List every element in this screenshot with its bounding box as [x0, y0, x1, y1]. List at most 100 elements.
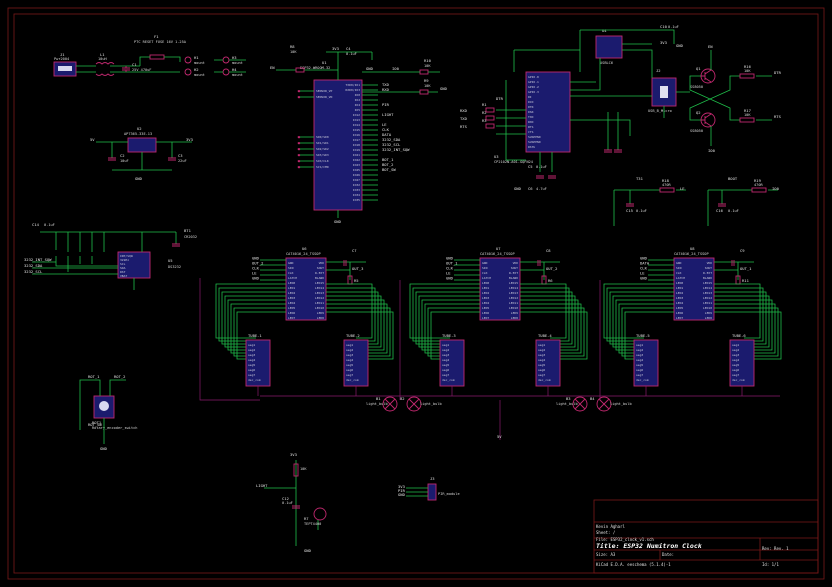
esp-right-pin-label: IO25: [353, 168, 360, 172]
driver-cap-ref: C8: [546, 248, 551, 253]
title-block-frame: [593, 499, 819, 574]
driver-left-pin: LED5: [288, 306, 295, 310]
driver-bus-right: [714, 291, 767, 345]
tb-date: Date:: [662, 552, 674, 557]
driver-right-pin: LED14: [315, 286, 324, 290]
r17-value: 10K: [744, 113, 751, 117]
esp-net-label: BOT_1: [382, 157, 394, 162]
j3-pir-connector: [427, 483, 437, 501]
filter-b-net: IO0: [772, 186, 780, 191]
reg-vin-net: 5V: [90, 137, 95, 142]
cp2102-pin-label: RI: [528, 95, 532, 99]
tube-pin-label: seg2: [538, 348, 545, 352]
esp-net-label: RXD: [382, 87, 390, 92]
esp-net-label: 3232_SCL: [382, 142, 401, 147]
tube-pin-label: seg3: [538, 353, 545, 357]
c1-ref: C1: [132, 62, 137, 67]
c15-capacitor: [626, 203, 634, 207]
filter-b-label: BOOT: [728, 176, 738, 181]
driver-right-pin: LED10: [315, 306, 324, 310]
c14-value: 0.1uF: [44, 223, 55, 227]
driver-bus-left: [618, 303, 674, 354]
j2-ref: J2: [656, 68, 661, 73]
rtc-pin-label: SCL: [120, 262, 126, 266]
r2-resistor: [485, 115, 495, 121]
light-bulb-icon: [572, 396, 588, 412]
r19-value: 470R: [754, 183, 763, 187]
driver-out-net: OUT_3: [352, 266, 363, 271]
esp-right-pin-label: IO33: [353, 188, 360, 192]
tube-ref: TUBE-6: [732, 333, 746, 338]
r16-value: 10K: [744, 69, 751, 73]
r1-ref: R1: [482, 102, 487, 107]
driver-out-net: OUT_2: [546, 266, 557, 271]
title-block: Kevin Agharl Sheet: / File: ESP32_clock_…: [593, 499, 819, 574]
tube-ref: TUBE-4: [538, 333, 552, 338]
esp-net-label: 3232_SDA: [382, 137, 401, 142]
pir-net-3v3: 3V3: [398, 484, 405, 489]
esp-right-pin-label: RXD0/IO3: [346, 88, 361, 92]
driver-right-pin: VDD: [513, 261, 519, 265]
q1-value: SS8050: [690, 85, 703, 89]
light-ref: B3: [566, 396, 571, 401]
tube-pin-label: seg5: [248, 363, 255, 367]
tube-pin-label: seg6: [732, 368, 739, 372]
h1-value: mount: [194, 61, 205, 65]
driver-input-net: LE: [252, 271, 257, 276]
tube-body: [343, 339, 369, 387]
tube-body: [439, 339, 465, 387]
rot1-net-1: ROT_1: [88, 374, 100, 379]
esp-right-pin-label: IO22: [353, 158, 360, 162]
driver-left-pin: LATCH: [288, 276, 297, 280]
driver-bus-right: [520, 295, 576, 348]
esp-left-pin-label: SCS/CMD: [316, 165, 329, 169]
c3-value: 22uF: [178, 159, 187, 163]
driver-input-net: GND: [446, 276, 454, 281]
driver-left-pin: LED2: [482, 291, 489, 295]
driver-left-pin: LED3: [482, 296, 489, 300]
driver-left-pin: CLK: [288, 271, 294, 275]
driver-right-pin: SOUT: [511, 266, 518, 270]
cp2102-pin-label: GPIO.2: [528, 85, 539, 89]
mount-wires: [214, 59, 246, 73]
driver-decoupling-cap: [537, 260, 541, 266]
driver-value: CAT4016_24_TSSOP: [480, 252, 515, 256]
driver-ic-body: [673, 257, 715, 321]
esp-net-label: LIGHT: [382, 112, 394, 117]
driver-right-pin: R-EXT: [315, 271, 324, 275]
esp-gnd-top: GND: [366, 66, 374, 71]
r18-ref: R18: [662, 178, 670, 183]
rtc-pin-label: 32kHz: [120, 258, 129, 262]
tube-pin-label: seg7: [346, 373, 353, 377]
c16-capacitor: [718, 203, 726, 207]
c1-value: 25V 470uF: [132, 68, 151, 72]
u4-ref: U4: [602, 28, 607, 33]
no-connect-icon: ×: [298, 89, 300, 93]
usb-uart-section: U3 CP2102N-A01-GQFN24 U4 USBLC6 J2 USB_B…: [460, 24, 690, 191]
esp-right-pin-label: IO17: [353, 138, 360, 142]
j3-ref: J3: [430, 476, 435, 481]
esp-left-pin-label: SD1/SD1: [316, 141, 329, 145]
r16-resistor: [739, 73, 755, 79]
driver-left-pin: CLK: [676, 271, 682, 275]
tube-ref: TUBE-1: [248, 333, 262, 338]
h2-mount-icon: [184, 68, 192, 76]
driver-right-pin: LED11: [703, 301, 712, 305]
tube-pin-label: seg3: [636, 353, 643, 357]
cp2102-pin-label: DCD: [528, 100, 534, 104]
tube-pin-label: seg2: [346, 348, 353, 352]
esp-gnd-bottom: GND: [334, 219, 342, 224]
usb-rxd-net: RXD: [460, 108, 468, 113]
tube-pin-label: seg5: [442, 363, 449, 367]
c15-ref: C15: [626, 208, 633, 213]
esp-left-pin-label: SD3/SD3: [316, 153, 329, 157]
r-light-resistor: [293, 463, 299, 477]
rot1-gnd: GND: [100, 446, 108, 451]
driver-bus-left: [606, 287, 674, 342]
driver-right-pin: LED12: [315, 296, 324, 300]
tube-pin-label: dec_com: [636, 378, 649, 382]
light-section: B1light_bulbB2light_bulbB3light_bulbB4li…: [366, 396, 632, 412]
driver-right-pin: LED11: [509, 301, 518, 305]
